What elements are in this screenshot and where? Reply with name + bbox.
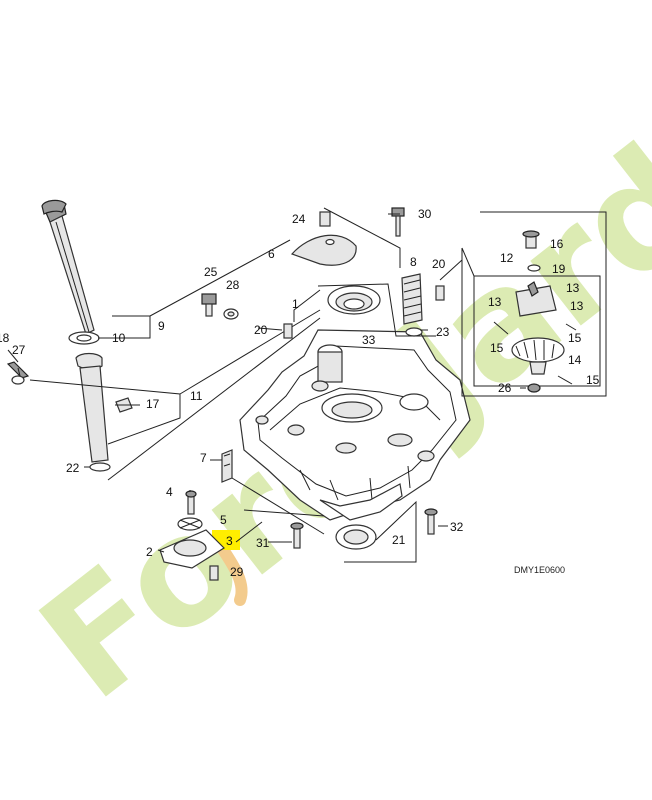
callout-20-right: 20 xyxy=(432,257,446,271)
dowel-pin-20-right xyxy=(435,285,445,301)
watermark-t-accent xyxy=(216,542,248,606)
callout-30: 30 xyxy=(418,207,432,221)
callout-11: 11 xyxy=(190,389,203,403)
callout-13c: 13 xyxy=(570,299,584,313)
callout-6: 6 xyxy=(268,247,275,261)
callout-28: 28 xyxy=(226,278,240,292)
callout-1: 1 xyxy=(292,297,299,311)
callout-25: 25 xyxy=(204,265,218,279)
drain-plug-25 xyxy=(201,293,217,317)
callout-18: 18 xyxy=(0,331,10,345)
washer-19 xyxy=(527,264,541,272)
callout-16: 16 xyxy=(550,237,564,251)
callout-10: 10 xyxy=(112,331,126,345)
bearing-33 xyxy=(327,285,381,315)
leader-lines-2 xyxy=(157,207,526,563)
callout-22: 22 xyxy=(66,461,80,475)
callout-3: 3 xyxy=(226,534,233,548)
callout-12: 12 xyxy=(500,251,514,265)
governor-weights-13 xyxy=(515,285,557,317)
callout-27: 27 xyxy=(12,343,26,357)
callout-23: 23 xyxy=(436,325,450,339)
callout-5: 5 xyxy=(220,513,227,527)
callout-29: 29 xyxy=(230,565,244,579)
callout-17: 17 xyxy=(146,397,160,411)
callout-13b: 13 xyxy=(488,295,502,309)
callout-24: 24 xyxy=(292,212,306,226)
callout-8: 8 xyxy=(410,255,417,269)
gasket-3 xyxy=(173,539,207,557)
callout-33: 33 xyxy=(362,333,376,347)
callout-15a: 15 xyxy=(490,341,504,355)
breather-assembly xyxy=(159,449,240,581)
callout-20-left: 20 xyxy=(254,323,268,337)
screw-29 xyxy=(209,565,219,581)
plate-6 xyxy=(290,234,357,266)
drawing-code: DMY1E0600 xyxy=(514,565,565,575)
callout-14: 14 xyxy=(568,353,582,367)
callout-15b: 15 xyxy=(568,331,582,345)
bolt-32 xyxy=(424,508,438,535)
gear-14 xyxy=(511,337,565,363)
callout-2: 2 xyxy=(146,545,153,559)
callout-13a: 13 xyxy=(566,281,580,295)
callout-31: 31 xyxy=(256,536,270,550)
callout-9: 9 xyxy=(158,319,165,333)
governor-assembly xyxy=(461,211,607,397)
oil-seal-21 xyxy=(335,524,377,550)
crankcase xyxy=(239,329,471,521)
dowel-pin-20-left xyxy=(283,323,293,339)
strainer-8 xyxy=(401,273,423,337)
callout-15c: 15 xyxy=(586,373,600,387)
callout-4: 4 xyxy=(166,485,173,499)
leader-lines xyxy=(7,239,321,481)
pin-24 xyxy=(319,211,331,227)
callout-26: 26 xyxy=(498,381,512,395)
callout-7: 7 xyxy=(200,451,207,465)
callout-19: 19 xyxy=(552,262,566,276)
nut-26 xyxy=(527,383,541,393)
callout-32: 32 xyxy=(450,520,464,534)
callout-labels: 1 2 3 4 5 6 7 8 9 10 11 12 13 13 13 14 1… xyxy=(0,207,600,579)
bolt-30 xyxy=(391,207,405,237)
bolt-31 xyxy=(290,522,304,549)
bolt-4 xyxy=(187,495,195,515)
callout-21: 21 xyxy=(392,533,406,547)
